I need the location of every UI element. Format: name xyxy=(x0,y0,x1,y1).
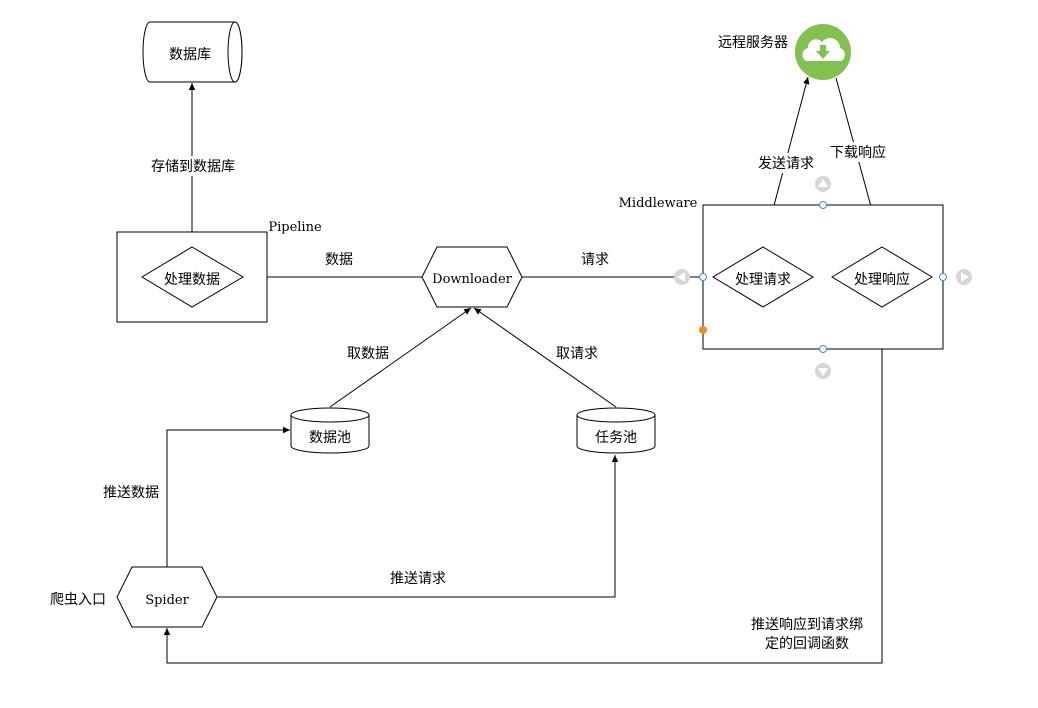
nav-arrow-down-icon[interactable] xyxy=(815,363,831,379)
database-node[interactable]: 数据库 xyxy=(142,21,243,83)
middleware-title: Middleware xyxy=(619,196,698,211)
edge-label-bg xyxy=(829,142,887,162)
process-request-label: 处理请求 xyxy=(735,272,791,288)
edge-label-callback-1: 推送响应到请求绑 xyxy=(751,616,863,633)
process-response-label: 处理响应 xyxy=(854,271,910,288)
edge-label-send-request: 发送请求 xyxy=(758,156,814,172)
edge-push-data[interactable] xyxy=(166,426,290,567)
edge-label-data: 数据 xyxy=(325,252,353,268)
edge-label-store-db: 存储到数据库 xyxy=(151,159,235,175)
edge-label-push-request: 推送请求 xyxy=(390,571,446,587)
cloud-download-icon[interactable] xyxy=(795,24,851,80)
process-response-node[interactable]: 处理响应 xyxy=(831,246,933,308)
edge-label-download-response: 下载响应 xyxy=(830,144,886,161)
rotate-handle[interactable] xyxy=(699,326,707,334)
spider-entry-label: 爬虫入口 xyxy=(50,592,106,608)
edge-label-fetch-request: 取请求 xyxy=(556,346,598,362)
edge-fetch-request[interactable] xyxy=(473,307,617,408)
data-pool-label: 数据池 xyxy=(309,430,351,446)
task-pool-node[interactable]: 任务池 xyxy=(576,407,656,454)
edge-push-request[interactable] xyxy=(217,455,619,598)
spider-label: Spider xyxy=(145,593,189,608)
database-label: 数据库 xyxy=(169,47,211,63)
edge-label-request: 请求 xyxy=(581,252,609,268)
pipeline-process-node[interactable]: 处理数据 xyxy=(141,246,244,308)
pipeline-process-label: 处理数据 xyxy=(164,272,220,288)
nav-arrow-up-icon[interactable] xyxy=(815,176,831,192)
edge-label-bg xyxy=(101,482,161,502)
remote-server-label: 远程服务器 xyxy=(718,35,788,51)
edge-label-callback-2: 定的回调函数 xyxy=(765,636,849,652)
edge-label-bg xyxy=(750,614,864,654)
task-pool-label: 任务池 xyxy=(595,430,637,446)
edge-fetch-data[interactable] xyxy=(329,307,472,408)
process-request-node[interactable]: 处理请求 xyxy=(712,246,814,308)
nav-arrow-left-icon[interactable] xyxy=(674,269,690,285)
downloader-label: Downloader xyxy=(432,272,512,287)
edge-label-bg xyxy=(757,153,815,173)
spider-node[interactable]: Spider xyxy=(116,566,218,628)
nav-arrow-right-icon[interactable] xyxy=(956,269,972,285)
resize-handle-right[interactable] xyxy=(939,273,947,281)
edge-label-push-data: 推送数据 xyxy=(103,485,159,501)
resize-handle-bottom[interactable] xyxy=(819,345,827,353)
downloader-node[interactable]: Downloader xyxy=(421,246,523,308)
edge-label-fetch-data: 取数据 xyxy=(347,346,389,362)
resize-handle-left[interactable] xyxy=(699,273,707,281)
resize-handle-top[interactable] xyxy=(819,201,827,209)
pipeline-title: Pipeline xyxy=(268,220,322,235)
edge-label-bg xyxy=(150,156,236,176)
edge-callback[interactable] xyxy=(163,307,883,664)
data-pool-node[interactable]: 数据池 xyxy=(290,407,370,454)
